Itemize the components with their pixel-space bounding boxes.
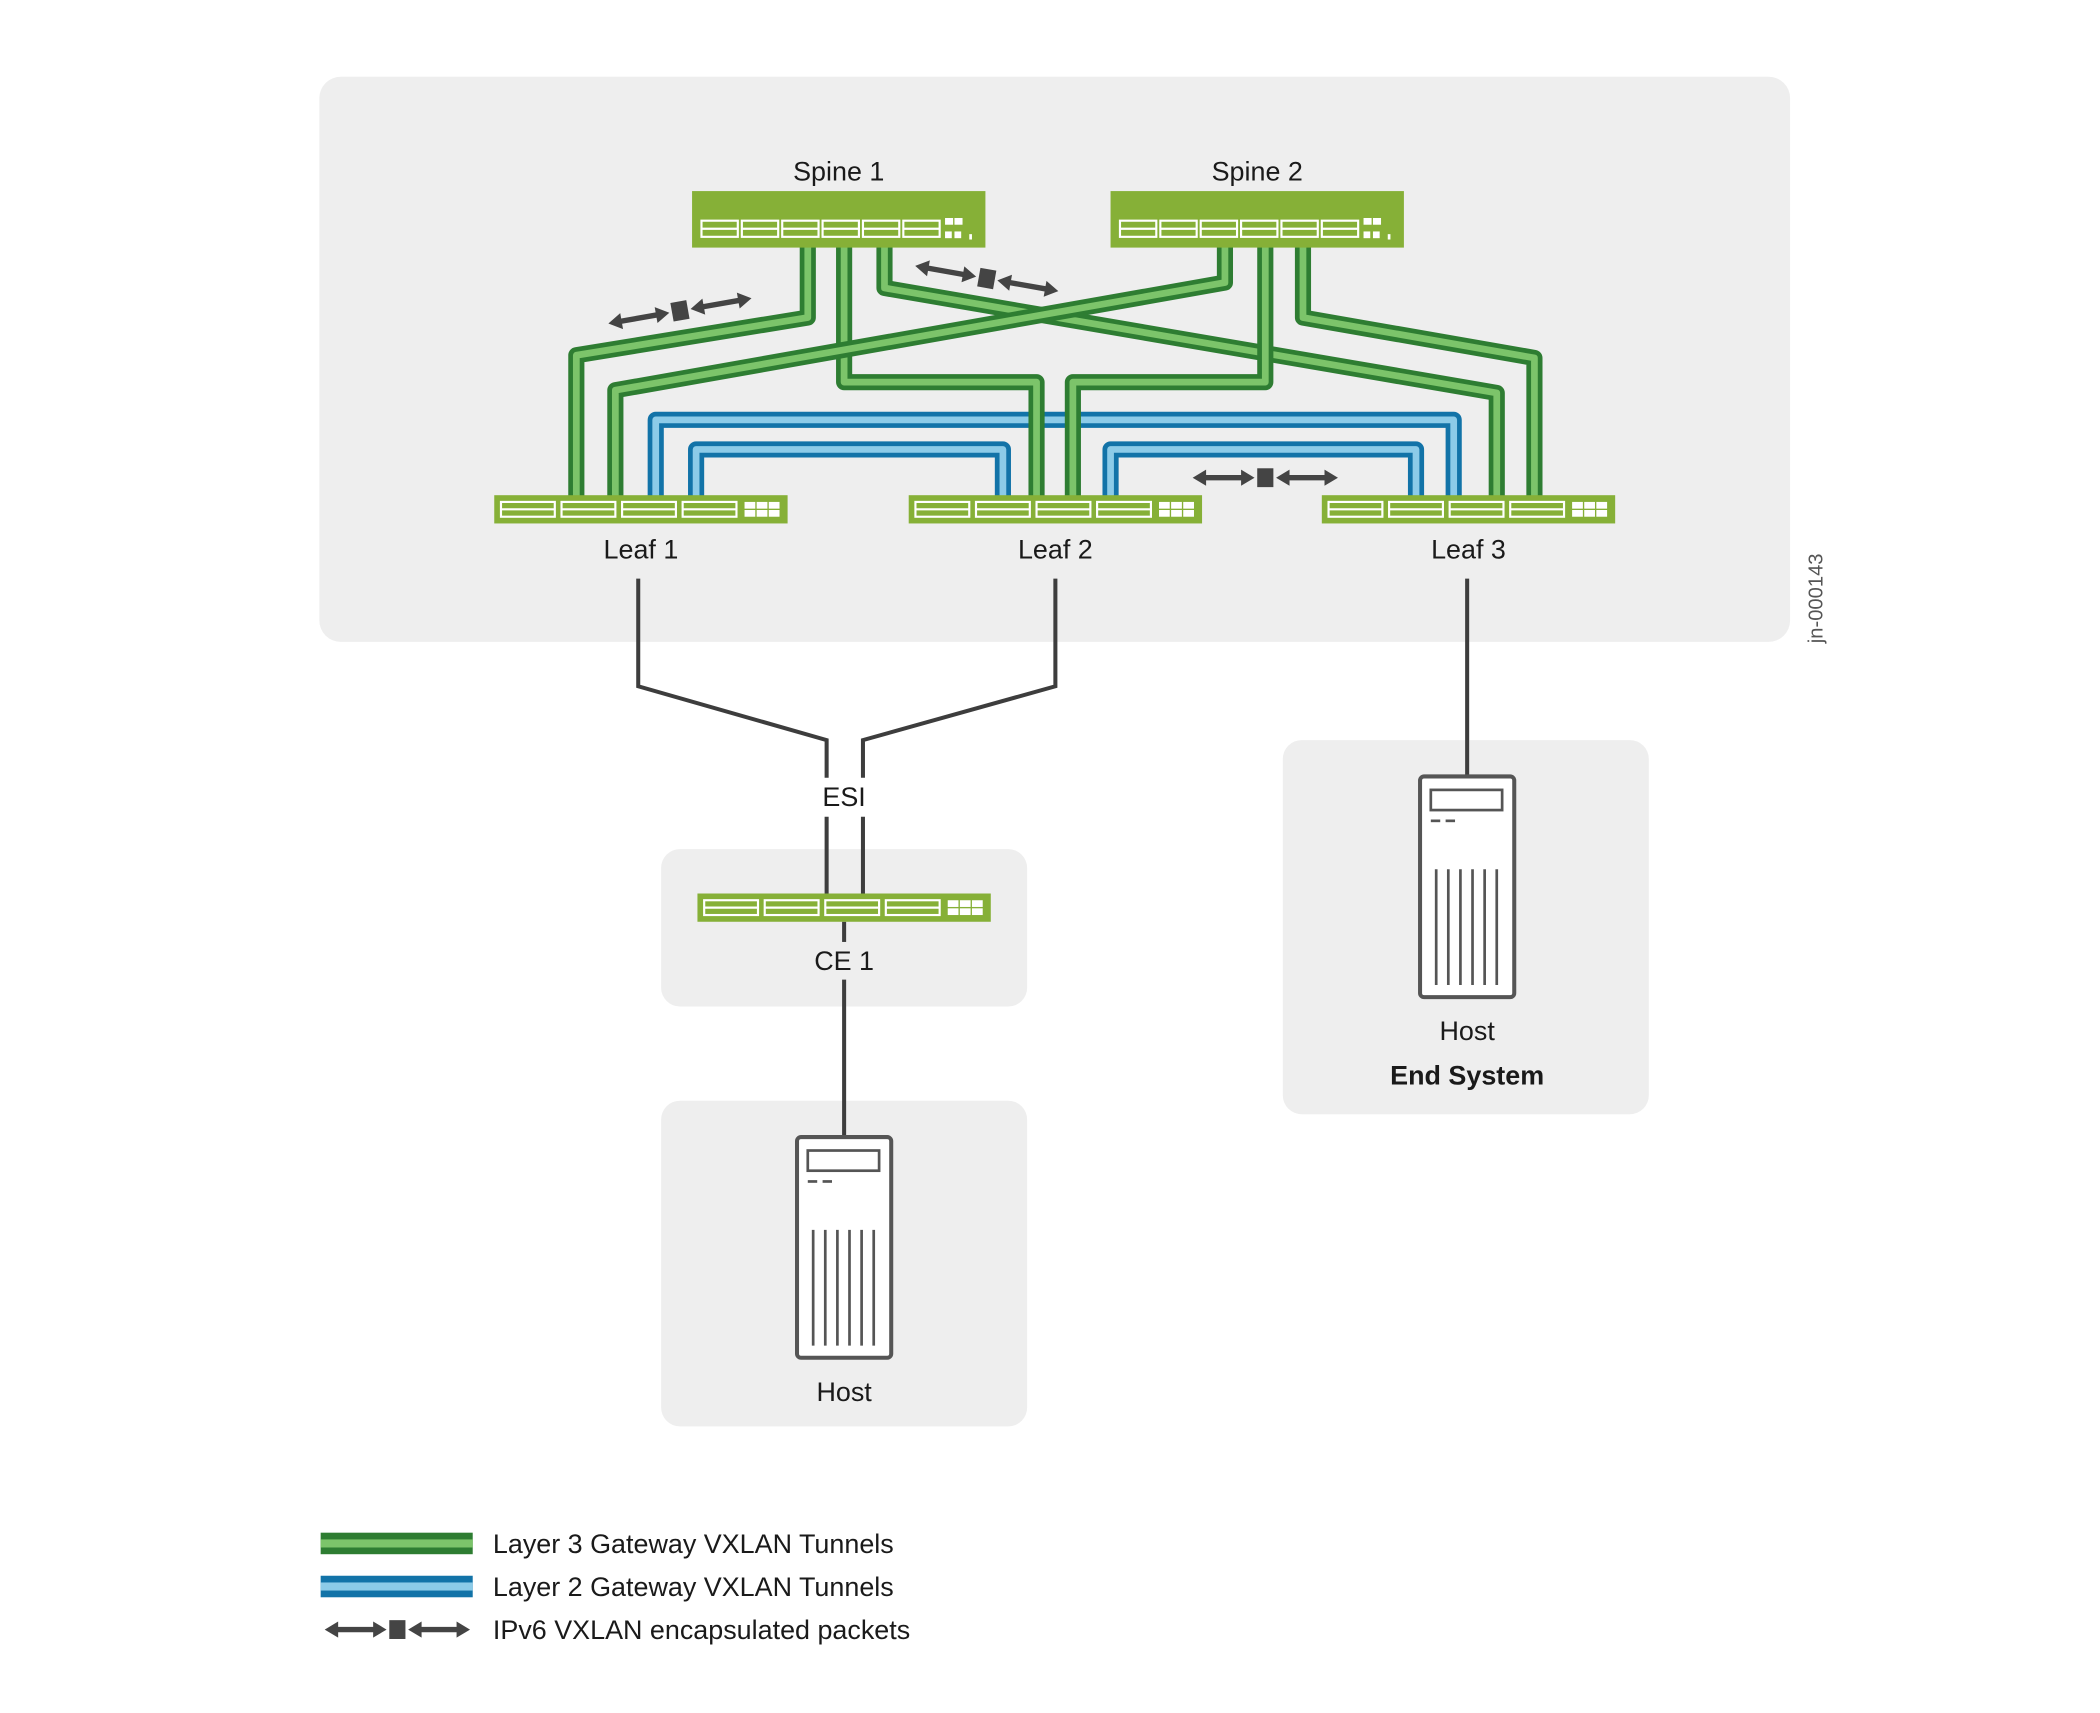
leaf2-switch[interactable] xyxy=(908,495,1203,524)
leaf1-switch[interactable] xyxy=(494,495,788,524)
spine1-switch[interactable] xyxy=(692,191,986,248)
figure-id-label: jn-000143 xyxy=(1805,553,1827,644)
legend: Layer 3 Gateway VXLAN Tunnels Layer 2 Ga… xyxy=(320,1529,910,1645)
spine2-label: Spine 2 xyxy=(1212,156,1303,186)
esi-label: ESI xyxy=(822,782,865,812)
leaf3-label: Leaf 3 xyxy=(1431,534,1506,564)
host-server-icon[interactable] xyxy=(795,1135,894,1360)
leaf3-switch[interactable] xyxy=(1321,495,1616,524)
host-ce-label: Host xyxy=(816,1377,872,1407)
legend-l3-label: Layer 3 Gateway VXLAN Tunnels xyxy=(493,1529,894,1559)
l3-tunnels xyxy=(568,246,1543,498)
l2-tunnels xyxy=(647,411,1462,498)
leaf2-label: Leaf 2 xyxy=(1018,534,1093,564)
legend-l2-label: Layer 2 Gateway VXLAN Tunnels xyxy=(493,1572,894,1602)
legend-item-l3: Layer 3 Gateway VXLAN Tunnels xyxy=(320,1529,894,1559)
legend-item-ipv6: IPv6 VXLAN encapsulated packets xyxy=(324,1615,910,1645)
leaf1-label: Leaf 1 xyxy=(604,534,679,564)
ipv6-packet-arrow-icon xyxy=(324,1620,471,1639)
spine1-label: Spine 1 xyxy=(793,156,884,186)
legend-ipv6-label: IPv6 VXLAN encapsulated packets xyxy=(493,1615,910,1645)
end-system-label: End System xyxy=(1390,1061,1544,1091)
legend-item-l2: Layer 2 Gateway VXLAN Tunnels xyxy=(320,1572,894,1602)
spine2-switch[interactable] xyxy=(1110,191,1404,248)
ce1-label: CE 1 xyxy=(814,946,874,976)
ce1-switch[interactable] xyxy=(697,893,991,922)
host-end-system-label: Host xyxy=(1439,1016,1495,1046)
access-links xyxy=(636,578,1470,1138)
end-system-server-icon[interactable] xyxy=(1418,774,1517,1000)
